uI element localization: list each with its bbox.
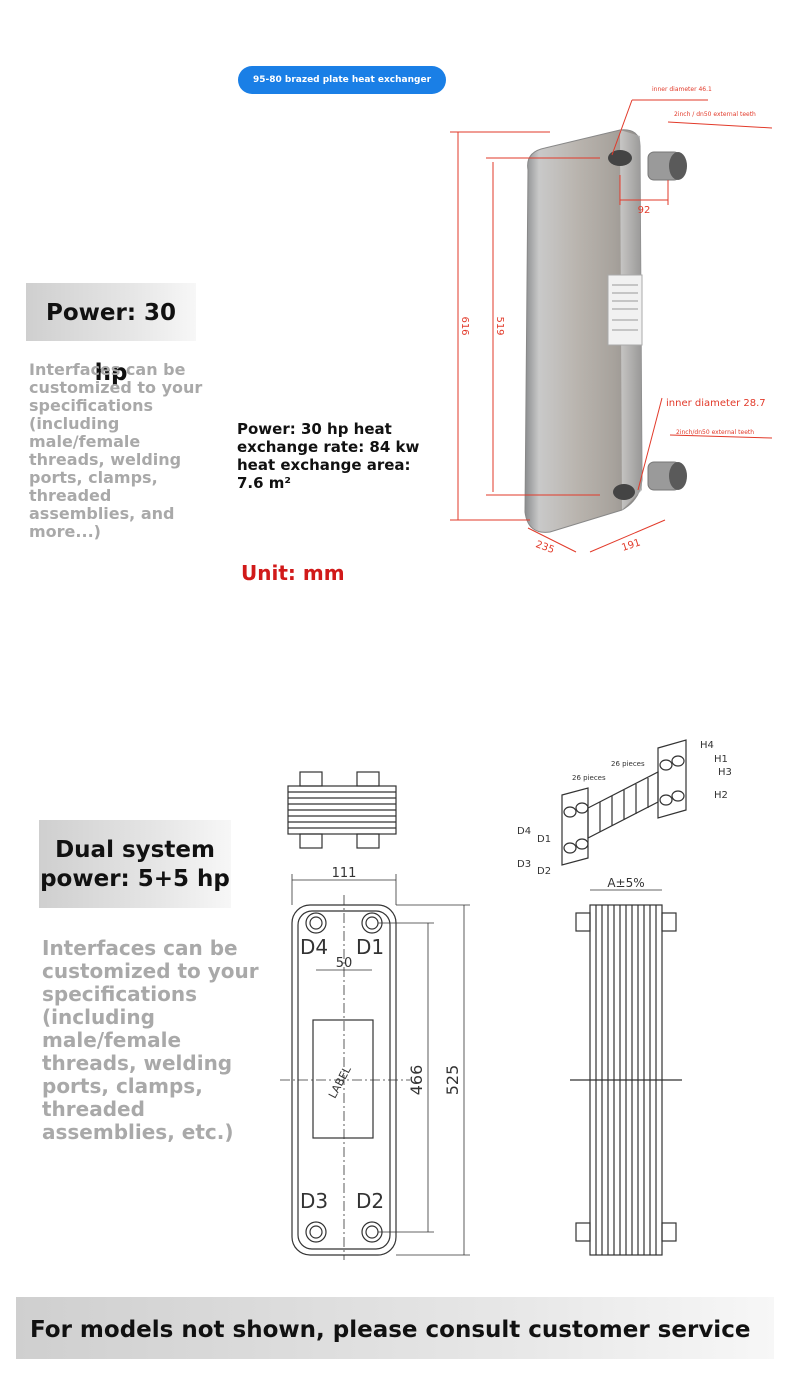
power-title-dual: Dual system power: 5+5 hp: [39, 820, 231, 908]
unit-label: Unit: mm: [241, 561, 345, 585]
drawing-label-text: LABEL: [326, 1063, 354, 1100]
iso-port-h4: H4: [700, 740, 714, 751]
port-label-d4: D4: [300, 935, 328, 959]
dim-drawing-width: 111: [332, 866, 357, 881]
power-title-30hp: Power: 30 hp: [26, 283, 196, 386]
technical-drawing: 111 50 466 525 LABEL D4 D1 D3 D2 A±5% 26…: [280, 739, 732, 1260]
dim-drawing-height-ports: 466: [407, 1065, 426, 1096]
dim-port-spacing: 92: [638, 205, 651, 216]
iso-port-d4: D4: [517, 826, 531, 837]
iso-port-d2: D2: [537, 866, 551, 877]
iso-port-h3: H3: [718, 767, 732, 778]
interfaces-text-2: Interfaces can be customized to your spe…: [42, 936, 259, 1144]
port-label-d1: D1: [356, 935, 384, 959]
dim-height-ports: 519: [494, 316, 505, 335]
interfaces-text-1: Interfaces can be customized to your spe…: [29, 360, 203, 541]
iso-port-d3: D3: [517, 859, 531, 870]
iso-pieces-left: 26 pieces: [572, 774, 606, 782]
dim-depth: 235: [534, 539, 556, 556]
heat-exchanger-photo: 616 519 92 235 191 inner diameter 46.1 2…: [450, 86, 773, 556]
dim-height-total: 616: [459, 316, 470, 335]
inner-diameter-bottom-label: inner diameter 28.7: [666, 398, 766, 409]
inner-diameter-top-label: inner diameter 46.1: [652, 86, 712, 93]
iso-port-h1: H1: [714, 754, 728, 765]
footer-banner: For models not shown, please consult cus…: [16, 1297, 774, 1359]
dim-width: 191: [620, 537, 642, 553]
dim-drawing-port-spacing: 50: [336, 956, 353, 971]
connection-bottom-label: 2inch/dn50 external teeth: [676, 429, 754, 436]
iso-port-d1: D1: [537, 834, 551, 845]
specs-text: Power: 30 hp heat exchange rate: 84 kw h…: [237, 420, 420, 492]
port-label-d3: D3: [300, 1189, 328, 1213]
iso-pieces-right: 26 pieces: [611, 760, 645, 768]
iso-port-h2: H2: [714, 790, 728, 801]
dim-thickness: A±5%: [607, 876, 644, 890]
port-label-d2: D2: [356, 1189, 384, 1213]
connection-top-label: 2inch / dn50 external teeth: [674, 111, 756, 118]
dim-drawing-height-total: 525: [443, 1065, 462, 1096]
product-tag: 95-80 brazed plate heat exchanger: [238, 66, 446, 94]
